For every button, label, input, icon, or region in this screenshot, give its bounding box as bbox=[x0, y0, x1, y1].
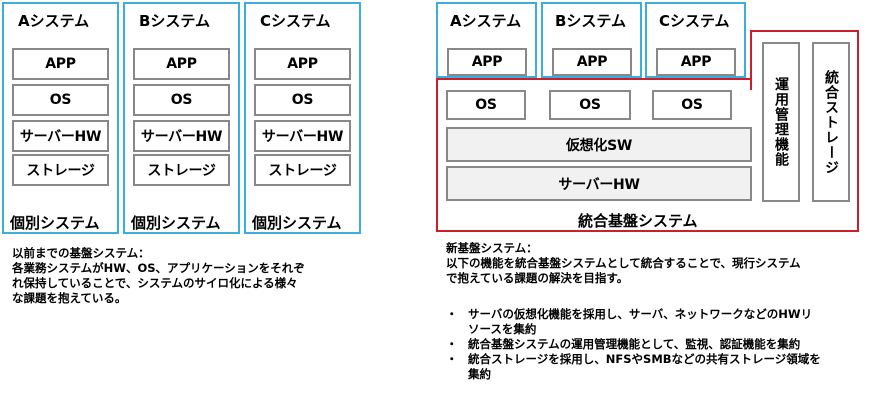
new-os-a: OS bbox=[446, 90, 526, 120]
legacy-c-app: APP bbox=[254, 48, 351, 80]
new-system-a: Aシステム APP bbox=[436, 2, 537, 78]
legacy-a-os: OS bbox=[12, 84, 109, 116]
legacy-note-line-2: 各業務システムがHW、OS、アプリケーションをそれぞ bbox=[12, 261, 305, 275]
legacy-b-app: APP bbox=[133, 48, 230, 80]
legacy-system-b: Bシステム APP OS サーバーHW ストレージ 個別システム bbox=[123, 2, 240, 234]
legacy-b-storage: ストレージ bbox=[133, 154, 230, 186]
legacy-system-a-title: Aシステム bbox=[18, 12, 90, 30]
new-platform-bullets: サーバの仮想化機能を採用し、サーバ、ネットワークなどのHWリ ソースを集約 統合… bbox=[446, 307, 821, 382]
new-note-line-2: 以下の機能を統合基盤システムとして統合することで、現行システム bbox=[446, 256, 801, 270]
legacy-c-os: OS bbox=[254, 84, 351, 116]
operations-management-label: 運用管理機能 bbox=[773, 77, 789, 167]
new-b-app: APP bbox=[552, 48, 632, 76]
legacy-system-b-footer: 個別システム bbox=[131, 214, 221, 232]
platform-frame-joint bbox=[752, 76, 857, 82]
legacy-b-server-hw: サーバーHW bbox=[133, 120, 230, 152]
new-os-b: OS bbox=[549, 90, 631, 120]
legacy-system-c-footer: 個別システム bbox=[252, 214, 342, 232]
legacy-c-storage: ストレージ bbox=[254, 154, 351, 186]
bullet-management: 統合基盤システムの運用管理機能として、監視、認証機能を集約 bbox=[446, 337, 821, 352]
new-system-a-title: Aシステム bbox=[450, 12, 522, 30]
virtualization-sw: 仮想化SW bbox=[446, 127, 752, 162]
new-system-b: Bシステム APP bbox=[541, 2, 642, 78]
new-note-line-3: で抱えている課題の解決を目指す。 bbox=[446, 271, 629, 285]
new-c-app: APP bbox=[656, 48, 736, 76]
new-note-line-1: 新基盤システム： bbox=[446, 241, 538, 255]
legacy-note-line-1: 以前までの基盤システム： bbox=[12, 246, 150, 260]
shared-server-hw: サーバーHW bbox=[446, 166, 752, 201]
legacy-a-server-hw: サーバーHW bbox=[12, 120, 109, 152]
new-a-app: APP bbox=[447, 48, 527, 76]
bullet-storage: 統合ストレージを採用し、NFSやSMBなどの共有ストレージ領域を 集約 bbox=[446, 352, 821, 382]
legacy-system-c: Cシステム APP OS サーバーHW ストレージ 個別システム bbox=[244, 2, 361, 234]
new-os-c: OS bbox=[652, 90, 732, 120]
integrated-storage: 統合ストレージ bbox=[812, 42, 850, 202]
legacy-system-a: Aシステム APP OS サーバーHW ストレージ 個別システム bbox=[2, 2, 119, 234]
new-system-c: Cシステム APP bbox=[645, 2, 746, 78]
platform-label: 統合基盤システム bbox=[578, 212, 698, 230]
legacy-a-storage: ストレージ bbox=[12, 154, 109, 186]
legacy-system-a-footer: 個別システム bbox=[10, 214, 100, 232]
legacy-system-b-title: Bシステム bbox=[139, 12, 210, 30]
operations-management: 運用管理機能 bbox=[762, 42, 800, 202]
bullet-virtualization: サーバの仮想化機能を採用し、サーバ、ネットワークなどのHWリ ソースを集約 bbox=[446, 307, 821, 337]
legacy-note-line-3: れ保持していることで、システムのサイロ化による様々 bbox=[12, 276, 298, 290]
legacy-note-line-4: な課題を抱えている。 bbox=[12, 291, 127, 305]
legacy-b-os: OS bbox=[133, 84, 230, 116]
legacy-a-app: APP bbox=[12, 48, 109, 80]
new-system-c-title: Cシステム bbox=[659, 12, 730, 30]
platform-frame-upper-right bbox=[750, 30, 859, 90]
integrated-storage-label: 統合ストレージ bbox=[823, 69, 839, 175]
new-system-b-title: Bシステム bbox=[555, 12, 626, 30]
legacy-c-server-hw: サーバーHW bbox=[254, 120, 351, 152]
legacy-system-c-title: Cシステム bbox=[260, 12, 331, 30]
platform-frame-main bbox=[436, 78, 859, 232]
